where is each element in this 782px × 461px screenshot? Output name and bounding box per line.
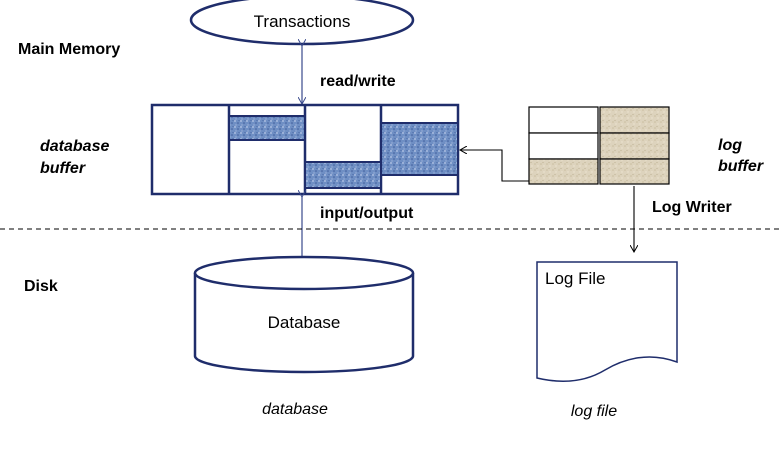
transactions-label: Transactions [254,12,351,31]
log-buffer-label-line1: log [718,137,742,154]
log-record-3 [599,132,670,160]
log-file-caption: log file [571,403,617,420]
log-record-1 [528,158,599,185]
input-output-label: input/output [320,205,414,222]
read-write-label: read/write [320,73,396,90]
database-buffer [150,103,460,196]
database-caption: database [262,401,328,418]
log-buffer [528,106,670,185]
log-buffer-label-line2: buffer [718,158,764,175]
log-record-4 [599,158,670,185]
buffer-page-1 [228,115,306,141]
transactions-node: Transactions [189,0,415,46]
buffer-page-3 [380,122,459,176]
database-buffer-label-line1: database [40,138,109,155]
database-label: Database [268,313,341,332]
log-file-label: Log File [545,269,605,288]
log-file-document: Log File [536,261,678,383]
log-to-buffer-connector [460,150,529,182]
database-buffer-label-line2: buffer [40,160,86,177]
log-writer-label: Log Writer [652,199,732,216]
main-memory-label: Main Memory [18,41,120,58]
disk-label: Disk [24,278,58,295]
buffer-page-2 [304,161,382,189]
log-record-2 [599,106,670,134]
database-cylinder: Database [193,255,415,374]
